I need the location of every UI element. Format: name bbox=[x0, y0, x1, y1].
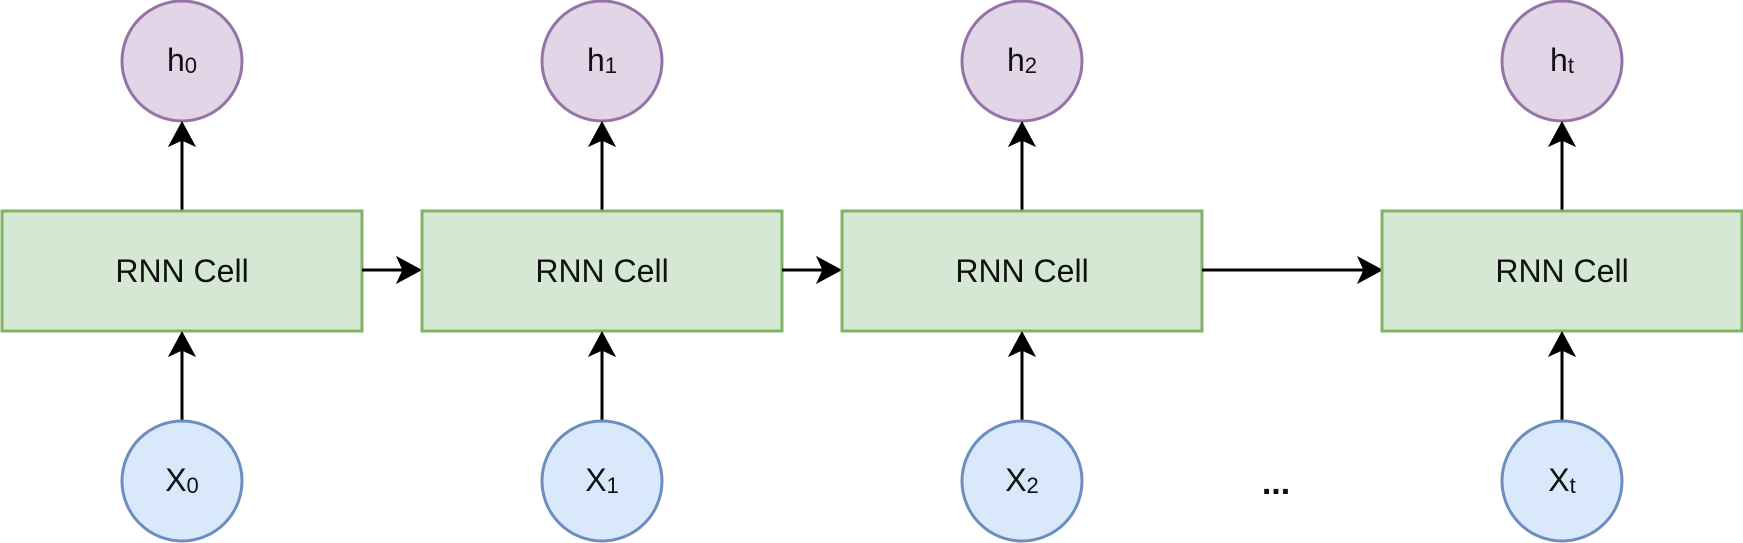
output-arrowhead-t bbox=[1547, 120, 1577, 148]
input-node-t bbox=[1500, 419, 1624, 543]
hidden-state-label-0: h0 bbox=[167, 42, 197, 78]
rnn-cell-label-0: RNN Cell bbox=[115, 253, 248, 289]
rnn-step-2: h2 RNN Cell X2 bbox=[840, 0, 1204, 543]
rnn-step-t: ht RNN Cell Xt bbox=[1380, 0, 1743, 543]
input-label-1: X1 bbox=[585, 462, 619, 498]
input-arrowhead-t bbox=[1547, 330, 1577, 358]
hidden-state-label-1: h1 bbox=[587, 42, 617, 78]
output-arrowhead-0 bbox=[167, 120, 197, 148]
input-arrowhead-0 bbox=[167, 330, 197, 358]
input-label-2: X2 bbox=[1005, 462, 1039, 498]
recurrent-arrowhead-1-2 bbox=[815, 255, 843, 285]
output-arrowhead-1 bbox=[587, 120, 617, 148]
hidden-state-label-t: ht bbox=[1550, 42, 1574, 78]
output-arrowhead-2 bbox=[1007, 120, 1037, 148]
input-arrowhead-1 bbox=[587, 330, 617, 358]
input-node-1 bbox=[540, 419, 664, 543]
rnn-step-0: h0 RNN Cell X0 bbox=[0, 0, 364, 543]
ellipsis: ... bbox=[1262, 464, 1290, 502]
input-node-2 bbox=[960, 419, 1084, 543]
rnn-cell-label-1: RNN Cell bbox=[535, 253, 668, 289]
input-label-t: Xt bbox=[1548, 462, 1575, 498]
input-arrowhead-2 bbox=[1007, 330, 1037, 358]
rnn-cell-t bbox=[1380, 209, 1743, 333]
recurrent-arrowhead-2-t bbox=[1356, 255, 1384, 285]
rnn-cell-label-t: RNN Cell bbox=[1495, 253, 1628, 289]
hidden-state-label-2: h2 bbox=[1007, 42, 1037, 78]
recurrent-arrowhead-0-1 bbox=[395, 255, 423, 285]
rnn-cell-label-2: RNN Cell bbox=[955, 253, 1088, 289]
rnn-step-1: h1 RNN Cell X1 bbox=[420, 0, 784, 543]
input-label-0: X0 bbox=[165, 462, 199, 498]
input-node-0 bbox=[120, 419, 244, 543]
